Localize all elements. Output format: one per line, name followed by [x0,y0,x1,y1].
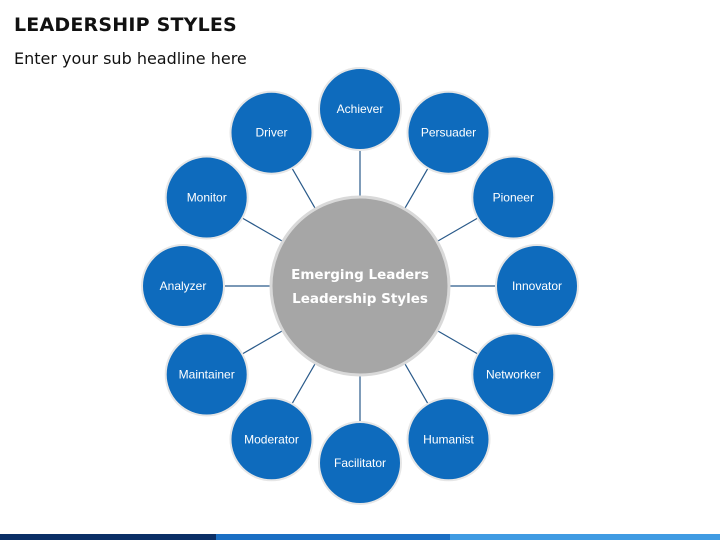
connector-monitor [241,217,283,242]
connector-pioneer [437,217,479,242]
style-nodes: AchieverPersuaderPioneerInnovatorNetwork… [141,67,579,505]
node-label-monitor: Monitor [187,191,227,205]
node-circle-driver [229,90,314,175]
connector-driver [291,167,316,209]
node-label-analyzer: Analyzer [160,279,207,293]
node-circle-facilitator [318,421,402,505]
node-circle-monitor [164,155,249,240]
center-label-line1: Emerging Leaders [291,267,429,283]
connector-moderator [291,363,316,405]
slide-title: LEADERSHIP STYLES [14,14,237,36]
node-label-achiever: Achiever [337,102,384,116]
node-moderator: Moderator [229,397,314,482]
node-label-innovator: Innovator [512,279,562,293]
node-circle-moderator [229,397,314,482]
node-persuader: Persuader [406,90,491,175]
node-achiever: Achiever [318,67,402,151]
node-label-maintainer: Maintainer [179,368,235,382]
node-circle-achiever [318,67,402,151]
connector-networker [437,330,479,355]
node-label-persuader: Persuader [421,126,476,140]
node-label-moderator: Moderator [244,432,299,446]
slide-subtitle: Enter your sub headline here [14,49,247,68]
center-label-line2: Leadership Styles [292,291,428,307]
footer-segment [450,534,720,540]
node-circle-networker [471,332,556,417]
connector-humanist [404,363,429,405]
node-analyzer: Analyzer [141,244,225,328]
node-circle-innovator [495,244,579,328]
node-facilitator: Facilitator [318,421,402,505]
center-circle [269,195,451,377]
footer-segment [216,534,450,540]
node-circle-analyzer [141,244,225,328]
footer-accent-bar [0,534,720,540]
node-label-humanist: Humanist [423,432,474,446]
node-label-pioneer: Pioneer [493,191,534,205]
node-circle-humanist [406,397,491,482]
node-label-networker: Networker [486,368,541,382]
node-circle-persuader [406,90,491,175]
node-networker: Networker [471,332,556,417]
connectors [224,150,496,422]
node-driver: Driver [229,90,314,175]
node-label-facilitator: Facilitator [334,456,386,470]
node-monitor: Monitor [164,155,249,240]
node-innovator: Innovator [495,244,579,328]
node-circle-maintainer [164,332,249,417]
node-pioneer: Pioneer [471,155,556,240]
connector-maintainer [241,330,283,355]
node-circle-pioneer [471,155,556,240]
footer-segment [0,534,216,540]
node-humanist: Humanist [406,397,491,482]
connector-persuader [404,167,429,209]
node-label-driver: Driver [256,126,288,140]
center-hub: Emerging Leaders Leadership Styles [269,195,451,377]
node-maintainer: Maintainer [164,332,249,417]
